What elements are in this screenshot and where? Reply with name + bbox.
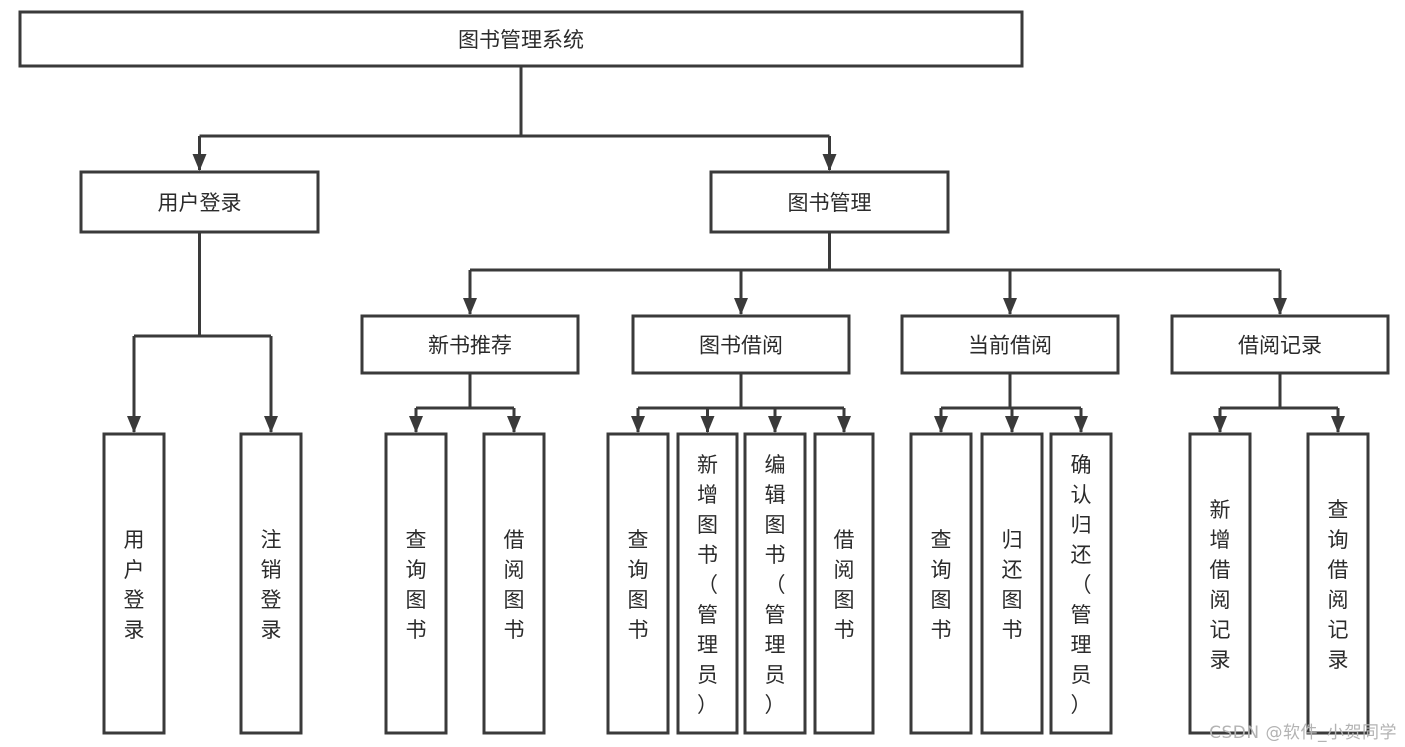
node-box-leaf-cur-2[interactable] — [980, 432, 1044, 735]
node-label-leaf-cur-2: 归还图书 — [1002, 528, 1023, 642]
node-label-leaf-cur-1: 查询图书 — [931, 528, 952, 642]
node-leaf-rec-2[interactable]: 查询借阅记录 — [1306, 432, 1370, 735]
node-label-leaf-new-1: 查询图书 — [406, 528, 427, 642]
node-leaf-borrow-3[interactable]: 编辑图书（管理员） — [743, 432, 807, 735]
node-box-leaf-login-2[interactable] — [239, 432, 303, 735]
node-label-leaf-borrow-2: 新增图书（管理员） — [697, 453, 718, 717]
node-label-login: 用户登录 — [158, 191, 242, 215]
node-leaf-new-1[interactable]: 查询图书 — [384, 432, 448, 735]
node-box-leaf-rec-2[interactable] — [1306, 432, 1370, 735]
node-box-root[interactable] — [18, 10, 1024, 68]
node-label-bookmgmt: 图书管理 — [788, 191, 872, 215]
node-label-leaf-rec-2: 查询借阅记录 — [1328, 498, 1349, 672]
node-leaf-cur-3[interactable]: 确认归还（管理员） — [1049, 432, 1113, 735]
node-label-leaf-cur-3: 确认归还（管理员） — [1071, 453, 1092, 717]
node-label-root: 图书管理系统 — [458, 28, 584, 52]
connector-layer — [127, 66, 1345, 433]
node-box-newbook[interactable] — [360, 314, 580, 375]
node-leaf-cur-1[interactable]: 查询图书 — [909, 432, 973, 735]
node-box-leaf-borrow-4[interactable] — [813, 432, 875, 735]
node-leaf-login-2[interactable]: 注销登录 — [239, 432, 303, 735]
node-leaf-borrow-4[interactable]: 借阅图书 — [813, 432, 875, 735]
node-label-leaf-login-2: 注销登录 — [261, 528, 282, 642]
connector-group-newbook — [409, 373, 521, 433]
node-box-leaf-new-2[interactable] — [482, 432, 546, 735]
node-box-leaf-cur-3[interactable] — [1049, 432, 1113, 735]
node-label-leaf-login-1: 用户登录 — [124, 528, 145, 642]
node-leaf-new-2[interactable]: 借阅图书 — [482, 432, 546, 735]
connector-group-bookmgmt — [463, 232, 1287, 315]
node-leaf-login-1[interactable]: 用户登录 — [102, 432, 166, 735]
connector-group-records — [1213, 373, 1345, 433]
node-box-bookmgmt[interactable] — [709, 170, 950, 234]
node-box-borrow[interactable] — [631, 314, 851, 375]
node-box-leaf-borrow-2[interactable] — [676, 432, 739, 735]
node-box-leaf-cur-1[interactable] — [909, 432, 973, 735]
node-label-leaf-borrow-4: 借阅图书 — [834, 528, 855, 642]
node-current[interactable]: 当前借阅 — [900, 314, 1120, 375]
node-label-leaf-rec-1: 新增借阅记录 — [1210, 498, 1231, 672]
node-layer: 图书管理系统用户登录图书管理新书推荐图书借阅当前借阅借阅记录用户登录注销登录查询… — [18, 10, 1390, 735]
node-label-borrow: 图书借阅 — [699, 334, 783, 358]
node-label-leaf-borrow-1: 查询图书 — [628, 528, 649, 642]
node-label-newbook: 新书推荐 — [428, 334, 512, 358]
node-records[interactable]: 借阅记录 — [1170, 314, 1390, 375]
connector-group-current — [934, 373, 1088, 433]
node-box-records[interactable] — [1170, 314, 1390, 375]
connector-group-borrow — [631, 373, 851, 433]
node-newbook[interactable]: 新书推荐 — [360, 314, 580, 375]
node-box-leaf-login-1[interactable] — [102, 432, 166, 735]
node-label-leaf-borrow-3: 编辑图书（管理员） — [765, 453, 786, 717]
node-leaf-borrow-2[interactable]: 新增图书（管理员） — [676, 432, 739, 735]
node-bookmgmt[interactable]: 图书管理 — [709, 170, 950, 234]
node-leaf-borrow-1[interactable]: 查询图书 — [606, 432, 670, 735]
node-box-leaf-borrow-3[interactable] — [743, 432, 807, 735]
node-box-current[interactable] — [900, 314, 1120, 375]
node-login[interactable]: 用户登录 — [79, 170, 320, 234]
node-label-records: 借阅记录 — [1238, 334, 1322, 358]
node-box-leaf-new-1[interactable] — [384, 432, 448, 735]
connector-group-login — [127, 232, 278, 433]
node-box-leaf-borrow-1[interactable] — [606, 432, 670, 735]
node-leaf-cur-2[interactable]: 归还图书 — [980, 432, 1044, 735]
node-label-leaf-new-2: 借阅图书 — [504, 528, 525, 642]
node-box-leaf-rec-1[interactable] — [1188, 432, 1252, 735]
connector-group-root — [192, 66, 837, 171]
node-label-current: 当前借阅 — [968, 334, 1052, 358]
node-borrow[interactable]: 图书借阅 — [631, 314, 851, 375]
node-root[interactable]: 图书管理系统 — [18, 10, 1024, 68]
node-box-login[interactable] — [79, 170, 320, 234]
node-leaf-rec-1[interactable]: 新增借阅记录 — [1188, 432, 1252, 735]
